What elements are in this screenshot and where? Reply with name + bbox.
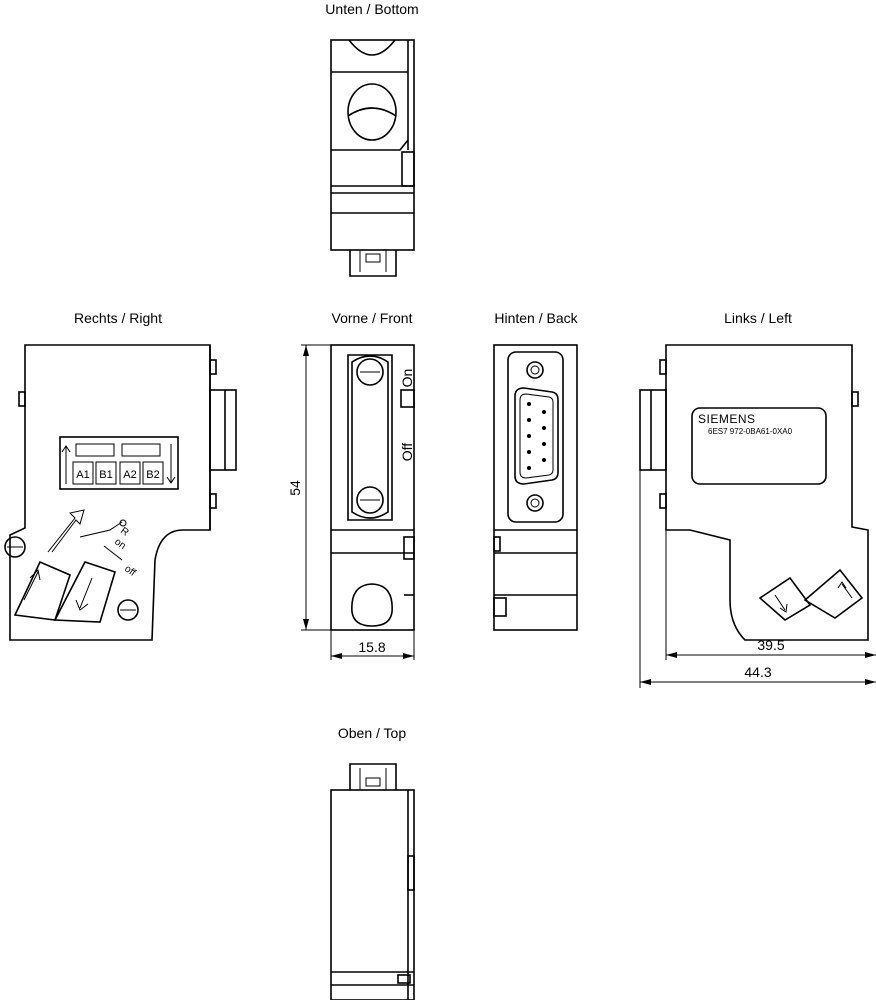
switch-off-front: Off: [399, 443, 415, 462]
title-bottom-view: Unten / Bottom: [325, 1, 418, 17]
label-a1: A1: [76, 469, 89, 481]
switch-on-front: On: [399, 369, 415, 388]
title-right-view: Rechts / Right: [74, 310, 162, 326]
title-top-view: Oben / Top: [338, 725, 406, 741]
front-view: On Off: [330, 344, 415, 631]
bottom-view: [330, 39, 415, 277]
db9-pins: [527, 402, 546, 470]
switch-on-label: on: [112, 536, 127, 551]
right-view: A1 B1 A2 B2 R on off: [4, 344, 237, 641]
label-b2: B2: [146, 469, 159, 481]
dimension-left-inner-value: 39.5: [757, 637, 784, 653]
label-b1: B1: [99, 469, 112, 481]
dimension-height: 54: [287, 344, 331, 631]
title-back-view: Hinten / Back: [494, 310, 578, 326]
part-number: 6ES7 972-0BA61-0XA0: [708, 427, 793, 436]
dimension-left-outer-value: 44.3: [744, 664, 771, 680]
dimension-front-width-value: 15.8: [358, 639, 385, 655]
back-view: [493, 344, 578, 631]
title-front-view: Vorne / Front: [332, 310, 413, 326]
label-a2: A2: [123, 469, 136, 481]
top-view: [330, 763, 415, 1000]
left-view: SIEMENS 6ES7 972-0BA61-0XA0: [639, 344, 869, 641]
dimension-front-width: 15.8: [330, 630, 415, 660]
title-left-view: Links / Left: [724, 310, 792, 326]
dimension-left-outer: 44.3: [639, 470, 876, 688]
dimension-height-value: 54: [287, 480, 303, 496]
switch-off-label: off: [122, 563, 137, 578]
brand-siemens: SIEMENS: [698, 412, 756, 426]
dimension-left-inner: 39.5: [665, 530, 876, 660]
